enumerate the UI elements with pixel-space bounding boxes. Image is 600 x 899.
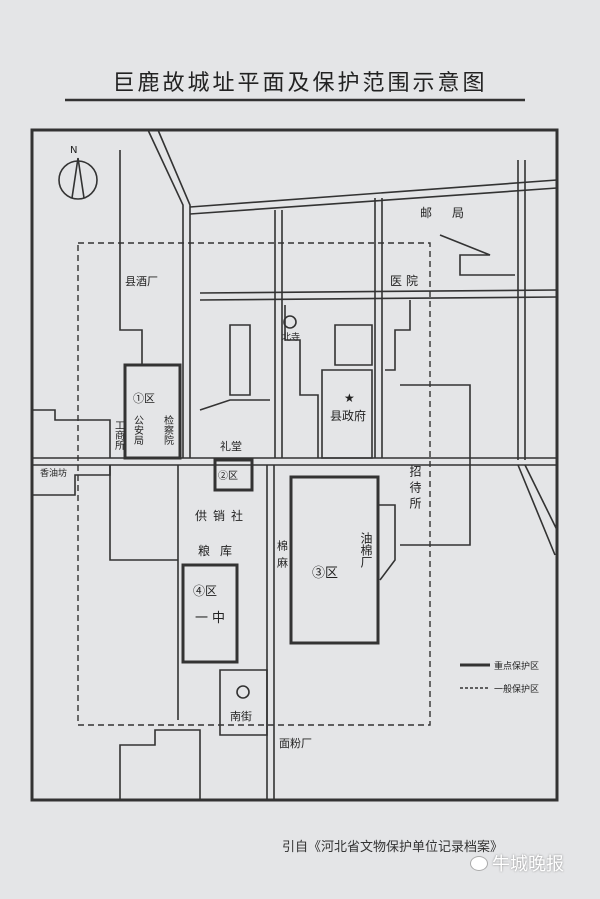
wechat-icon: [470, 855, 488, 871]
label-guesthouse: 招待所: [408, 465, 422, 513]
label-hospital: 医院: [390, 274, 422, 288]
map-title: 巨鹿故城址平面及保护范围示意图: [112, 71, 487, 96]
north-temple-marker: [283, 315, 297, 329]
north-arrow-icon: N: [58, 145, 98, 200]
zone-1: [123, 363, 182, 460]
source-caption: 引自《河北省文物保护单位记录档案》: [282, 840, 504, 855]
zone-3: [289, 475, 380, 645]
label-cotton: 棉麻: [276, 539, 289, 574]
label-commerce: 工商所: [113, 420, 125, 451]
label-government: 县政府: [330, 408, 366, 423]
label-zone1: ①区: [133, 392, 155, 405]
general-protection-boundary: [77, 242, 431, 726]
label-flour: 面粉厂: [279, 737, 312, 750]
zone-4: [181, 563, 239, 664]
svg-text:N: N: [70, 145, 77, 156]
watermark-text: 牛城晚报: [492, 854, 564, 875]
label-police: 公安局: [132, 415, 144, 446]
legend-general-label: 一般保护区: [494, 683, 539, 695]
label-granary: 粮库: [198, 543, 242, 558]
label-south-street: 南街: [230, 709, 252, 723]
label-supply: 供销社: [195, 508, 249, 523]
label-zone2: ②区: [218, 470, 238, 482]
watermark: 牛城晚报: [470, 850, 564, 876]
label-north-temple: 北寺: [282, 332, 300, 343]
label-post: 邮局: [420, 206, 484, 220]
star-icon: ★: [344, 391, 355, 405]
label-hall: 礼堂: [220, 439, 242, 453]
roads: [32, 129, 558, 800]
south-street-marker: [236, 685, 250, 699]
label-winery: 县酒厂: [125, 275, 158, 288]
label-school: 一中: [195, 611, 229, 626]
zone-2: [213, 458, 254, 492]
key-protection-zones: [123, 363, 380, 664]
legend-key-label: 重点保护区: [494, 660, 539, 672]
label-zone4: ④区: [193, 584, 217, 598]
label-procuratorate: 检察院: [162, 414, 174, 446]
label-zone3: ③区: [312, 566, 338, 581]
label-oil-mill: 香油坊: [40, 467, 67, 479]
label-oil-factory: 油棉厂: [359, 532, 373, 568]
